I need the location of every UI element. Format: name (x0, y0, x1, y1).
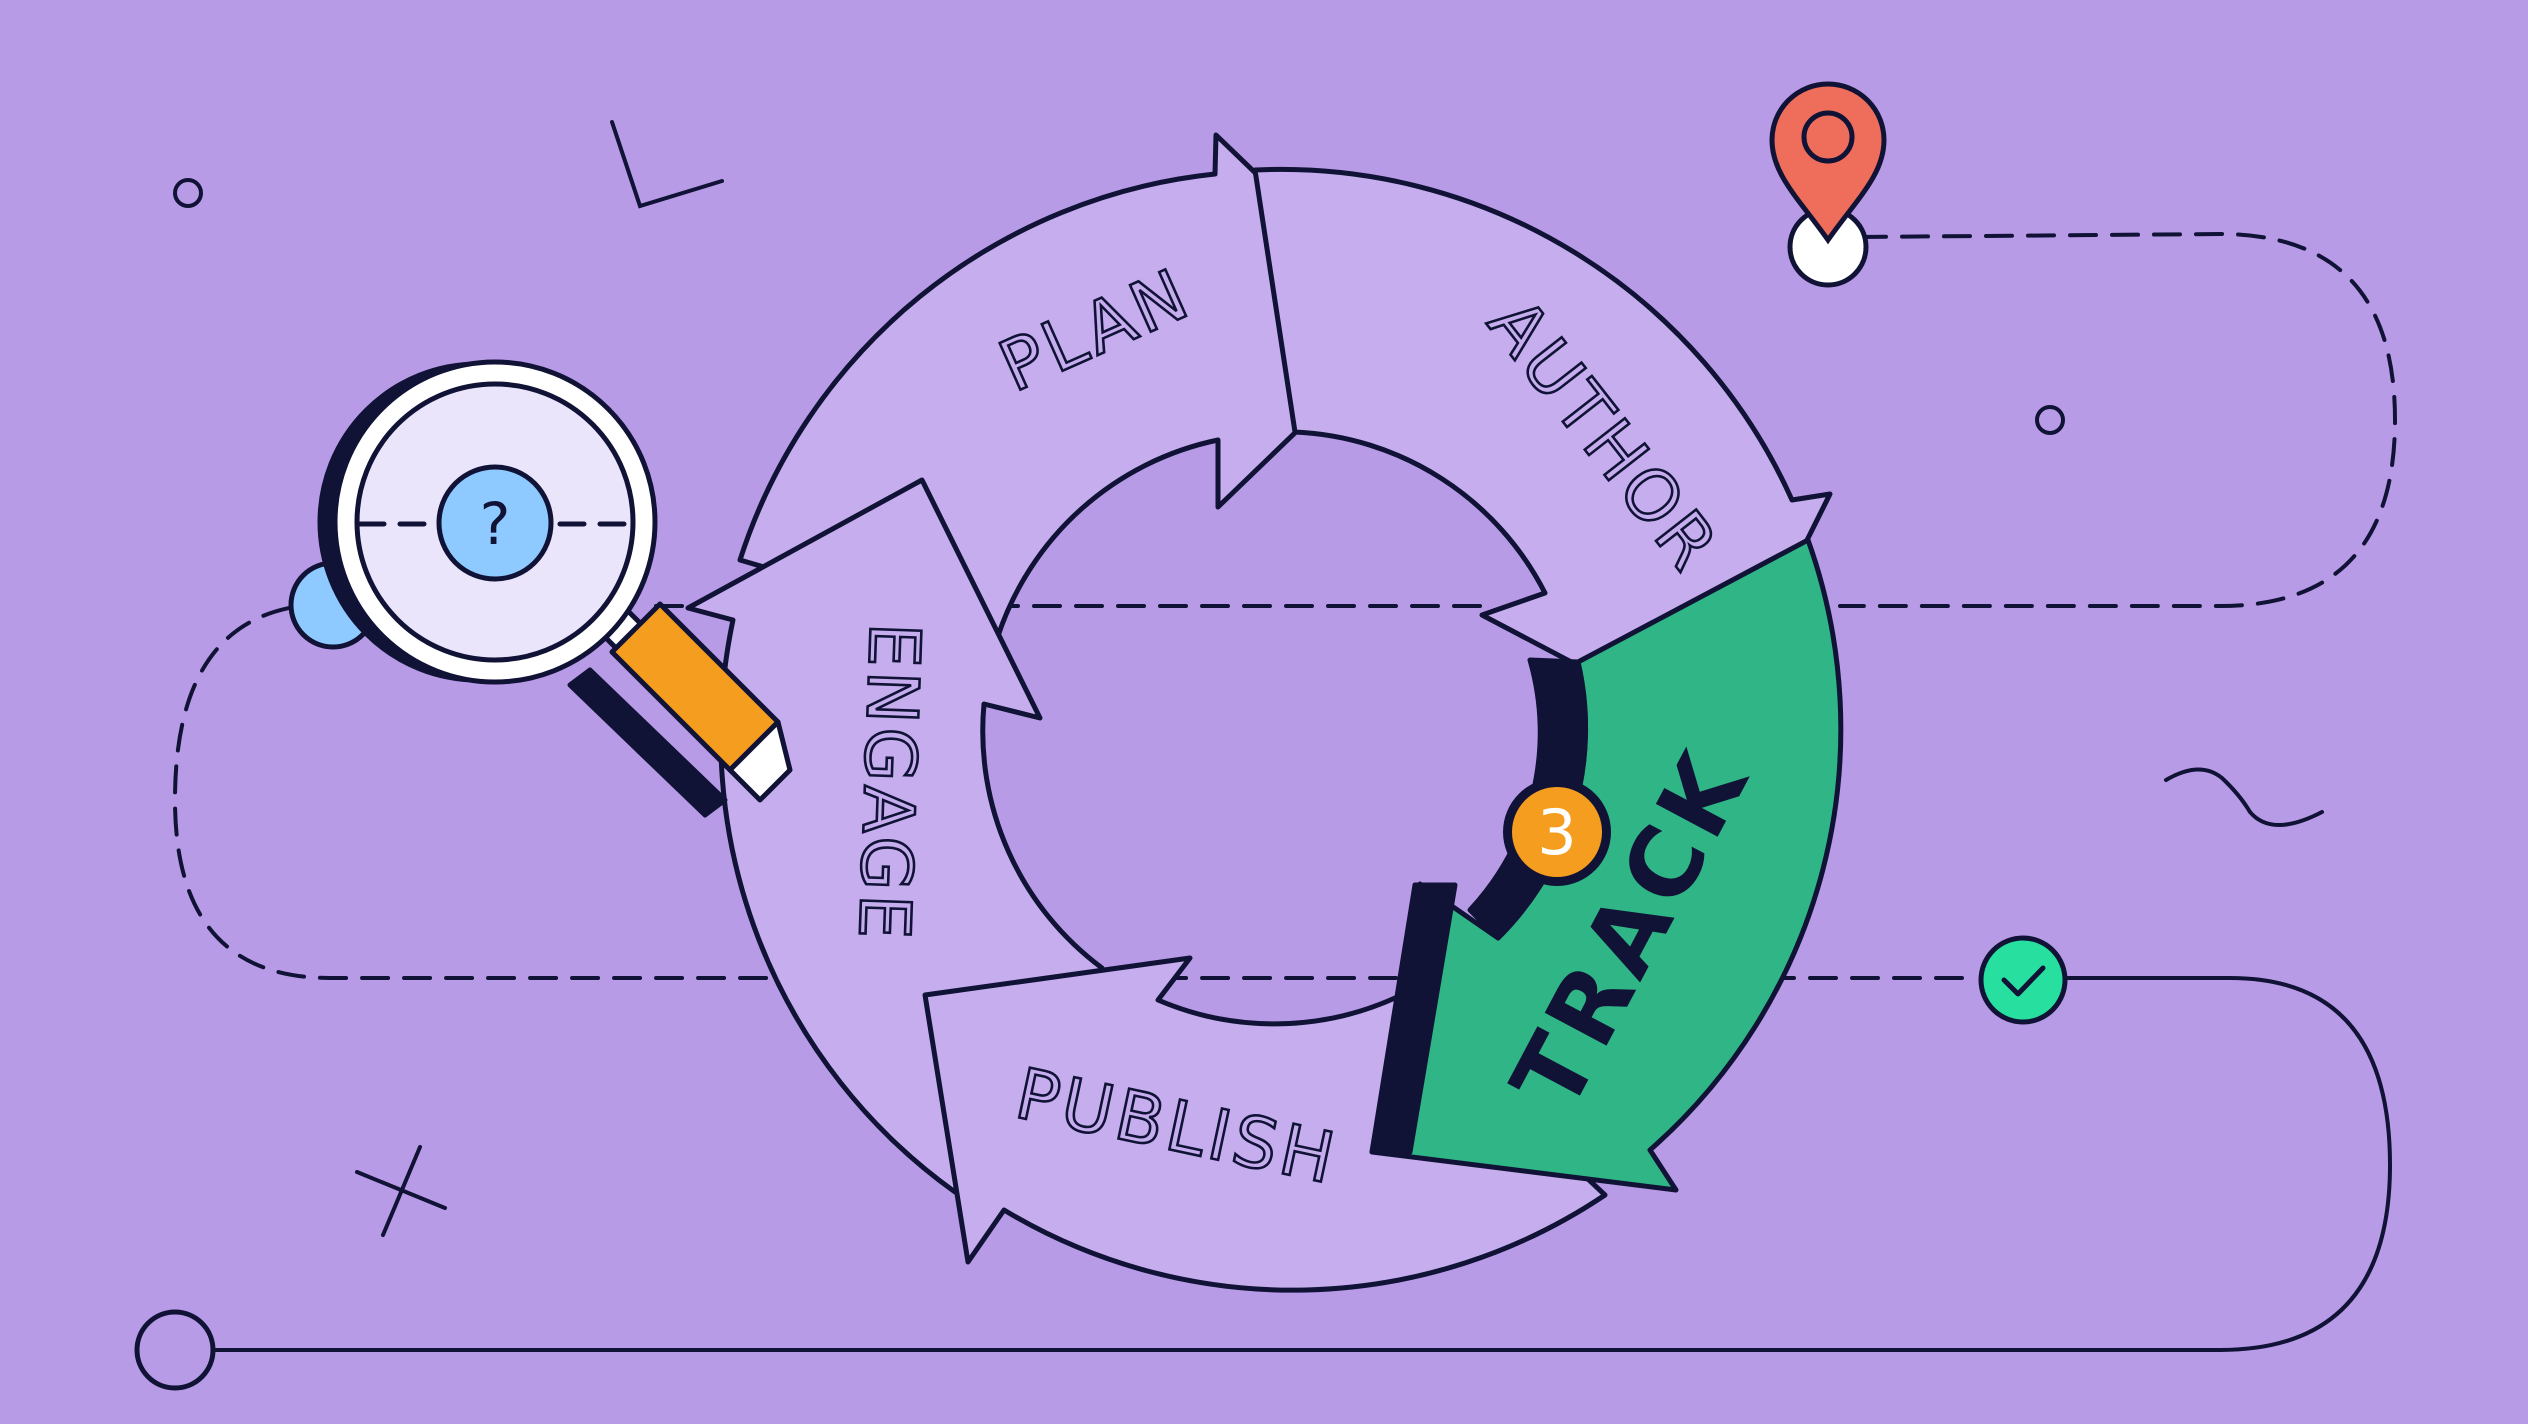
question-icon: ? (480, 490, 511, 558)
step-badge: 3 (1503, 778, 1611, 886)
magnifier-icon (317, 359, 793, 818)
step-badge-number: 3 (1537, 796, 1576, 869)
check-icon (1978, 935, 2068, 1025)
cycle-ring (685, 132, 1844, 1293)
location-pin-icon (1769, 81, 1887, 288)
stage-author-shape (1252, 166, 1833, 738)
stage-engage-label: ENGAGE (842, 622, 935, 945)
solid-route (215, 976, 2393, 1352)
decor-doodles (173, 120, 2324, 1237)
track-depth-left (1369, 882, 1458, 1155)
route-start-dot (134, 1309, 216, 1391)
track-depth-inner (1467, 657, 1589, 941)
